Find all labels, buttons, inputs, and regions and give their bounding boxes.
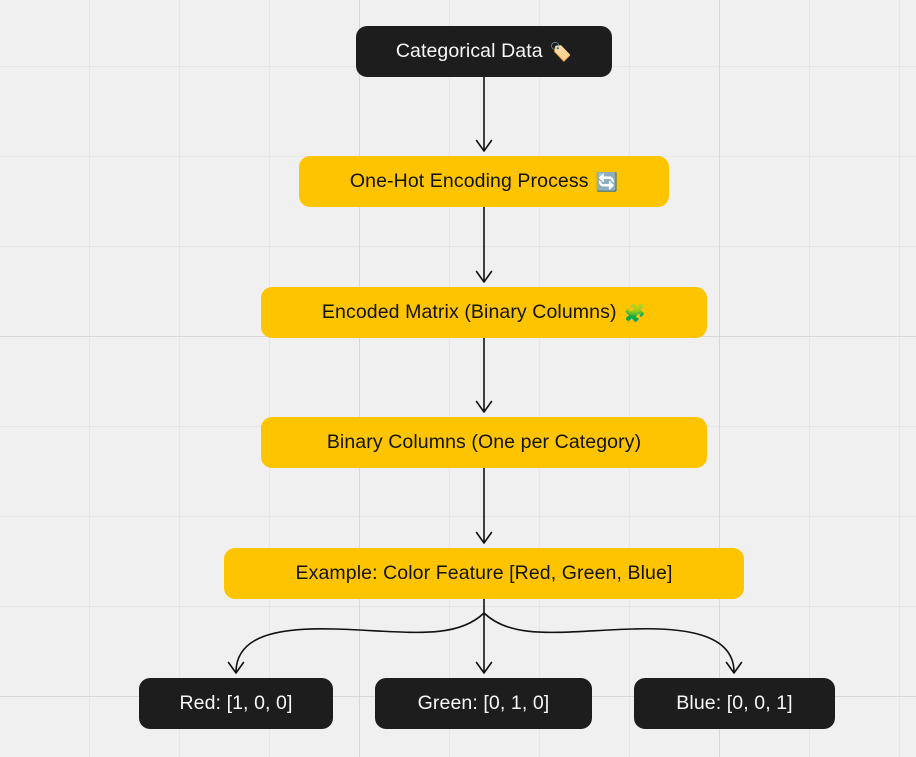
node-binary-columns-label: Binary Columns (One per Category) <box>326 430 642 453</box>
node-onehot-encoding-process-text: One-Hot Encoding Process <box>349 169 589 192</box>
node-categorical-data-text: Categorical Data <box>395 39 543 62</box>
node-red-vector-text: Red: [1, 0, 0] <box>179 691 293 714</box>
node-categorical-data-label: Categorical Data 🏷️ <box>395 39 573 62</box>
label-tag-emoji: 🏷️ <box>549 41 573 62</box>
node-blue-vector-label: Blue: [0, 0, 1] <box>676 691 793 714</box>
node-onehot-encoding-process-label: One-Hot Encoding Process 🔄 <box>349 169 619 192</box>
arrowhead-matrix-to-columns <box>475 400 493 413</box>
node-green-vector[interactable]: Green: [0, 1, 0] <box>375 678 592 729</box>
node-blue-vector-text: Blue: [0, 0, 1] <box>676 691 793 714</box>
node-categorical-data[interactable]: Categorical Data 🏷️ <box>356 26 612 77</box>
node-binary-columns-text: Binary Columns (One per Category) <box>326 430 642 453</box>
arrows-counterclockwise-icon: 🔄 <box>595 171 619 192</box>
node-encoded-matrix[interactable]: Encoded Matrix (Binary Columns) 🧩 <box>261 287 707 338</box>
node-green-vector-label: Green: [0, 1, 0] <box>417 691 550 714</box>
node-red-vector[interactable]: Red: [1, 0, 0] <box>139 678 333 729</box>
node-example-color-feature-text: Example: Color Feature [Red, Green, Blue… <box>295 561 673 584</box>
arrowhead-columns-to-example <box>475 531 493 544</box>
node-onehot-encoding-process[interactable]: One-Hot Encoding Process 🔄 <box>299 156 669 207</box>
node-example-color-feature[interactable]: Example: Color Feature [Red, Green, Blue… <box>224 548 744 599</box>
node-example-color-feature-label: Example: Color Feature [Red, Green, Blue… <box>295 561 673 584</box>
arrowhead-categorical-to-process <box>475 139 493 152</box>
arrowhead-example-to-red <box>227 661 245 674</box>
edge-example-to-blue <box>483 612 735 672</box>
node-binary-columns[interactable]: Binary Columns (One per Category) <box>261 417 707 468</box>
puzzle-piece-icon: 🧩 <box>623 302 647 323</box>
arrowhead-process-to-matrix <box>475 270 493 283</box>
node-green-vector-text: Green: [0, 1, 0] <box>417 691 550 714</box>
arrowhead-example-to-green <box>475 661 493 674</box>
node-encoded-matrix-label: Encoded Matrix (Binary Columns) 🧩 <box>321 300 647 323</box>
edge-example-to-red <box>235 612 485 672</box>
arrowhead-example-to-blue <box>725 661 743 674</box>
node-encoded-matrix-text: Encoded Matrix (Binary Columns) <box>321 300 617 323</box>
node-blue-vector[interactable]: Blue: [0, 0, 1] <box>634 678 835 729</box>
node-red-vector-label: Red: [1, 0, 0] <box>179 691 293 714</box>
